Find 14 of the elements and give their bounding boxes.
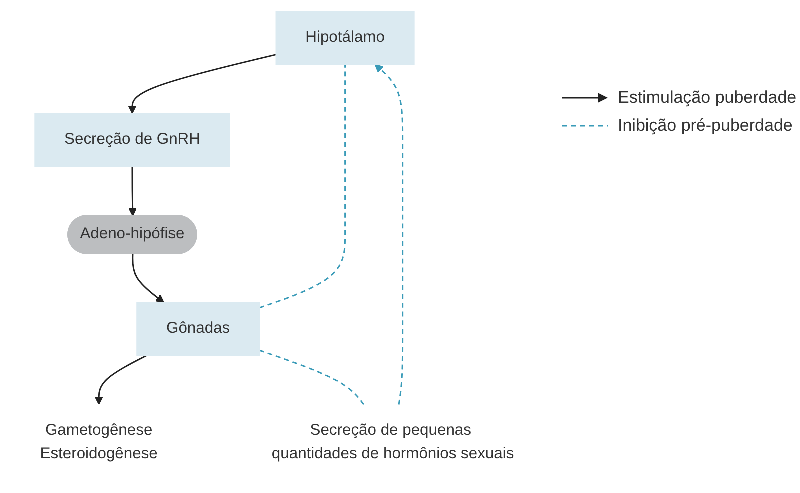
legend-text: Inibição pré-puberdade [618,116,793,136]
node-text: Gametogênese Esteroidogênese [40,422,158,463]
node-box: Secreção de GnRH [34,113,230,168]
arrow [128,54,276,114]
arrow [128,166,137,216]
arrow [374,64,404,405]
connector [258,64,346,309]
arrow [132,254,164,304]
node-box: Hipotálamo [275,11,414,66]
node-text: Secreção de pequenas quantidades de hormônios sexuais [272,422,514,463]
arrow [94,355,147,406]
legend-text: Estimulação puberdade [618,88,797,108]
connector [258,350,364,406]
node-box: Gônadas [136,302,260,356]
